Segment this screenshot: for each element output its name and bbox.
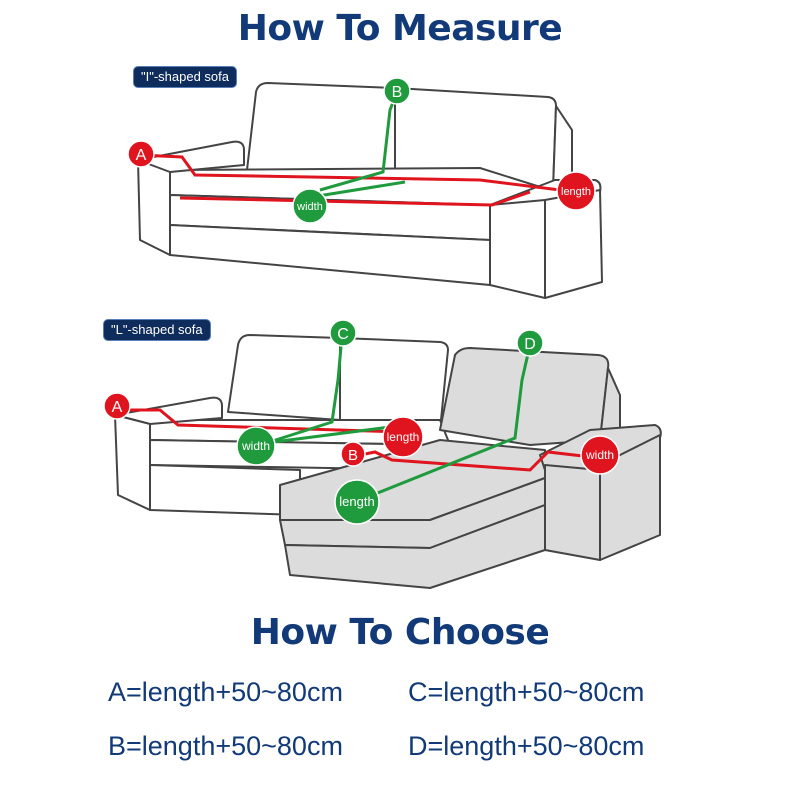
l-sofa-left-arm-top (114, 396, 223, 425)
l-sofa-left-arm-front (114, 414, 151, 511)
l-sofa-width-line (257, 424, 399, 446)
l-marker-b: B (340, 441, 366, 467)
l-shaped-sofa-label: "L"-shaped sofa (103, 319, 211, 341)
svg-text:A: A (136, 147, 147, 164)
i-sofa-right-arm-front (489, 199, 546, 299)
l-marker-length-chaise: length (334, 479, 380, 525)
l-sofa-back-left (227, 334, 341, 421)
l-marker-d: D (516, 329, 544, 357)
formula-d: D=length+50~80cm (408, 731, 645, 761)
svg-text:width: width (241, 439, 270, 453)
l-sofa-right-arm-front (544, 464, 601, 561)
l-shaped-sofa-drawing (114, 334, 662, 589)
i-sofa-length-line (139, 153, 561, 192)
title-how-to-measure: How To Measure (237, 8, 563, 49)
l-sofa-base (149, 464, 301, 516)
l-sofa-chaise-length-line (354, 450, 601, 472)
i-sofa-left-arm-top (137, 140, 245, 173)
l-sofa-chaise-back-line (359, 344, 532, 502)
svg-text:width: width (296, 201, 323, 213)
i-shaped-sofa-label: "I"-shaped sofa (133, 66, 238, 88)
svg-text:B: B (392, 84, 403, 101)
l-marker-width-chaise: width (580, 435, 620, 475)
title-how-to-choose: How To Choose (250, 612, 550, 653)
l-marker-length-main: length (382, 416, 424, 458)
svg-text:length: length (387, 430, 420, 444)
svg-text:C: C (337, 326, 349, 343)
l-sofa-back-mid (339, 337, 449, 431)
l-sofa-length-line (117, 408, 401, 434)
svg-text:D: D (524, 336, 536, 353)
i-sofa-measure-lines (139, 91, 561, 207)
i-marker-b: B (383, 77, 411, 105)
svg-text:A: A (112, 399, 123, 416)
l-marker-c: C (329, 319, 357, 347)
i-marker-length: length (556, 171, 596, 211)
svg-text:B: B (348, 447, 358, 464)
i-marker-a: A (127, 140, 155, 168)
svg-text:length: length (561, 186, 591, 198)
i-sofa-depth-line (179, 190, 531, 207)
formula-c: C=length+50~80cm (408, 677, 645, 707)
i-marker-width: width (292, 188, 328, 224)
svg-text:width: width (585, 448, 614, 462)
l-marker-a: A (103, 392, 131, 420)
l-marker-width-main: width (236, 426, 276, 466)
formula-a: A=length+50~80cm (108, 677, 343, 707)
svg-text:length: length (339, 494, 374, 509)
i-sofa-width-line (317, 180, 406, 198)
i-shaped-sofa-drawing (137, 82, 603, 299)
i-sofa-left-arm-front (137, 159, 171, 256)
l-sofa-chaise-back (439, 347, 610, 446)
formula-b: B=length+50~80cm (108, 731, 343, 761)
i-sofa-back-left (246, 82, 396, 176)
l-sofa-back-height-line (259, 335, 344, 447)
l-sofa-measure-lines (117, 335, 601, 502)
